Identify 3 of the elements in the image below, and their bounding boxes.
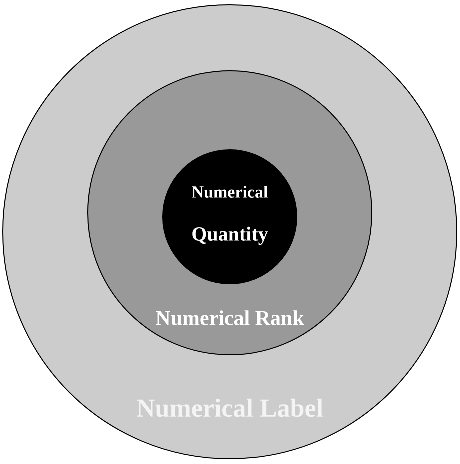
ring-label: Numerical [192, 186, 268, 198]
ring-label: Numerical Rank [156, 310, 304, 326]
ring-label: Quantity [192, 226, 268, 246]
